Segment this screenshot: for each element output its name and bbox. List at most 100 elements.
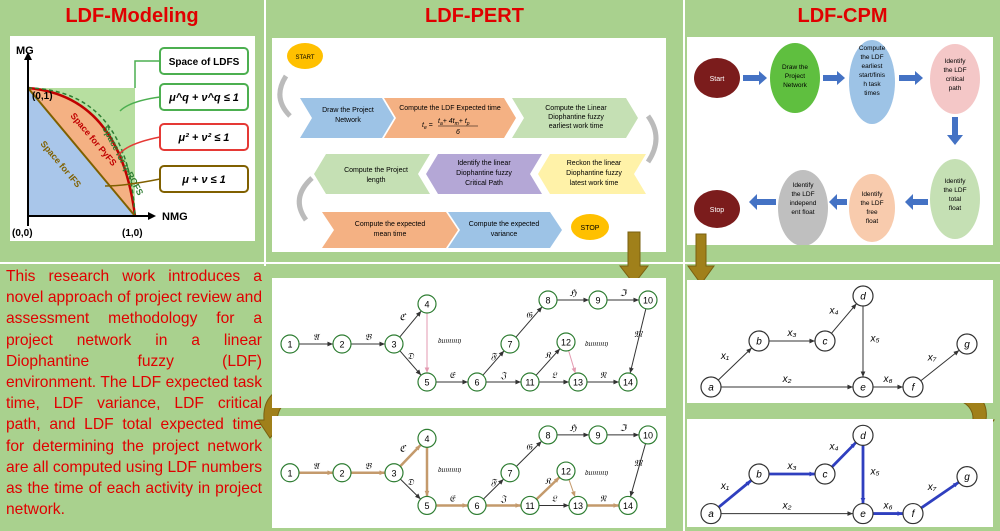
cpm-edge-label-a-e: x₂ — [782, 501, 792, 512]
pert-edge-label-6-7: 𝔉 — [491, 477, 498, 487]
pert-step-expected-time-label: Compute the LDF Expected time — [399, 105, 501, 112]
formula-denominator: 6 — [456, 129, 460, 136]
pert-edge-label-3-4: ℭ — [399, 444, 407, 454]
cpm-node-label-e: e — [860, 383, 866, 394]
pert-edge-13-14-head — [613, 503, 619, 508]
cpm-node-e — [852, 376, 874, 398]
pert-edge-5-6-head — [462, 379, 468, 385]
pert-node-10 — [638, 425, 658, 445]
pert-start-label: START — [295, 55, 314, 61]
pert-step-length — [314, 154, 430, 194]
cpm-edge-label-b-c: x₃ — [787, 461, 797, 472]
pert-start-node — [287, 43, 323, 69]
pert-node-14 — [618, 372, 638, 392]
pyfs-boundary — [27, 86, 137, 217]
pert-node-label-11: 11 — [525, 378, 534, 388]
pert-edge-8-9-head — [583, 297, 589, 303]
pert-step-expected-time — [384, 98, 516, 138]
cpm-edge-e-f-head — [897, 384, 903, 390]
pert-edge-3-5-head — [415, 493, 421, 500]
cpm-start-node — [694, 58, 740, 98]
pert-edge-7-8-head — [536, 441, 542, 447]
ifs-box-label: μ + ν ≤ 1 — [181, 174, 226, 186]
pert-node-4 — [417, 294, 437, 314]
qrofs-boundary — [27, 87, 136, 217]
pert-node-label-2: 2 — [339, 340, 344, 350]
cpm-edge-f-g — [920, 481, 960, 510]
cpm-critical-node — [930, 44, 980, 114]
pert-edge-label-2-3: 𝔅 — [365, 332, 373, 342]
pert-edge-2-3-head — [379, 470, 385, 476]
pert-edge-10-14 — [629, 443, 647, 497]
pert-dummy-label-1: 𝔡𝔲𝔪𝔪𝔶 — [437, 465, 461, 474]
cpm-node-c — [814, 330, 836, 352]
ifs-connector — [104, 178, 161, 187]
pert-dummy-4-5-head — [424, 367, 430, 373]
pert-node-label-8: 8 — [545, 296, 550, 306]
pert-node-5 — [417, 372, 437, 392]
pert-dummy-label-2: 𝔡𝔲𝔪𝔪𝔶 — [584, 468, 608, 477]
cpm-edge-f-g — [920, 349, 960, 382]
pert-node-13 — [568, 372, 588, 392]
pert-node-label-3: 3 — [391, 340, 396, 350]
pert-step-draw — [300, 98, 394, 138]
pert-node-12 — [556, 461, 576, 481]
cpm-node-f — [902, 376, 924, 398]
ldfs-box-label: Space of LDFS — [169, 57, 240, 68]
cpm-edge-label-c-d: x₄ — [828, 306, 838, 317]
pert-edge-label-9-10: ℑ — [620, 423, 628, 433]
pert-edge-label-11-12: 𝔎 — [545, 350, 552, 360]
axis-y-label: MG — [16, 45, 34, 57]
pert-node-10 — [638, 290, 658, 310]
pert-node-13 — [568, 495, 588, 516]
pert-edge-label-2-3: 𝔅 — [365, 461, 373, 471]
pert-edge-3-5-head — [415, 369, 422, 376]
pert-formula: te = ta+ 4tm+ tp 6 — [422, 118, 478, 136]
cpm-edge-label-a-e: x₂ — [782, 374, 792, 385]
pert-loop-arrow-3 — [296, 176, 314, 222]
pert-edge-9-10-head — [633, 297, 639, 303]
pert-edge-3-4-head — [415, 444, 421, 451]
pert-node-label-11: 11 — [525, 501, 534, 511]
pert-edge-label-5-6: 𝔈 — [449, 370, 456, 380]
pert-edge-label-8-9: ℌ — [570, 288, 578, 298]
pert-node-label-6: 6 — [474, 501, 479, 511]
pert-node-label-9: 9 — [595, 430, 600, 440]
pert-dummy-12-13-head — [571, 490, 576, 497]
cpm-node-label-d: d — [860, 292, 866, 303]
pert-edge-label-1-2: 𝔄 — [313, 461, 321, 471]
cpm-node-a — [700, 502, 722, 525]
pert-edge-label-10-14: 𝔐 — [634, 329, 644, 339]
pert-edge-5-6-head — [462, 503, 468, 508]
cpm-independent-node — [778, 170, 828, 246]
pert-edge-label-13-14: 𝔑 — [600, 370, 608, 380]
pert-node-7 — [500, 334, 520, 354]
cpm-edge-c-d-head — [850, 442, 856, 449]
pert-edge-6-11-head — [515, 503, 521, 508]
cpm-node-label-a: a — [708, 383, 714, 394]
cpm-draw-node — [770, 43, 820, 113]
pert-node-11 — [520, 372, 540, 392]
cpm-edge-a-b-head — [746, 347, 752, 354]
pert-edge-6-11-head — [515, 379, 521, 385]
pert-loop-arrow-1 — [277, 74, 292, 118]
pert-node-label-7: 7 — [507, 468, 512, 478]
pert-node-11 — [520, 495, 540, 516]
pert-edge-label-7-8: 𝔊 — [526, 442, 534, 452]
divider-h1 — [0, 262, 1000, 264]
cpm-edge-c-d — [831, 441, 857, 468]
pert-edge-label-6-11: 𝔍 — [500, 370, 508, 380]
cpm-node-b — [748, 463, 770, 485]
